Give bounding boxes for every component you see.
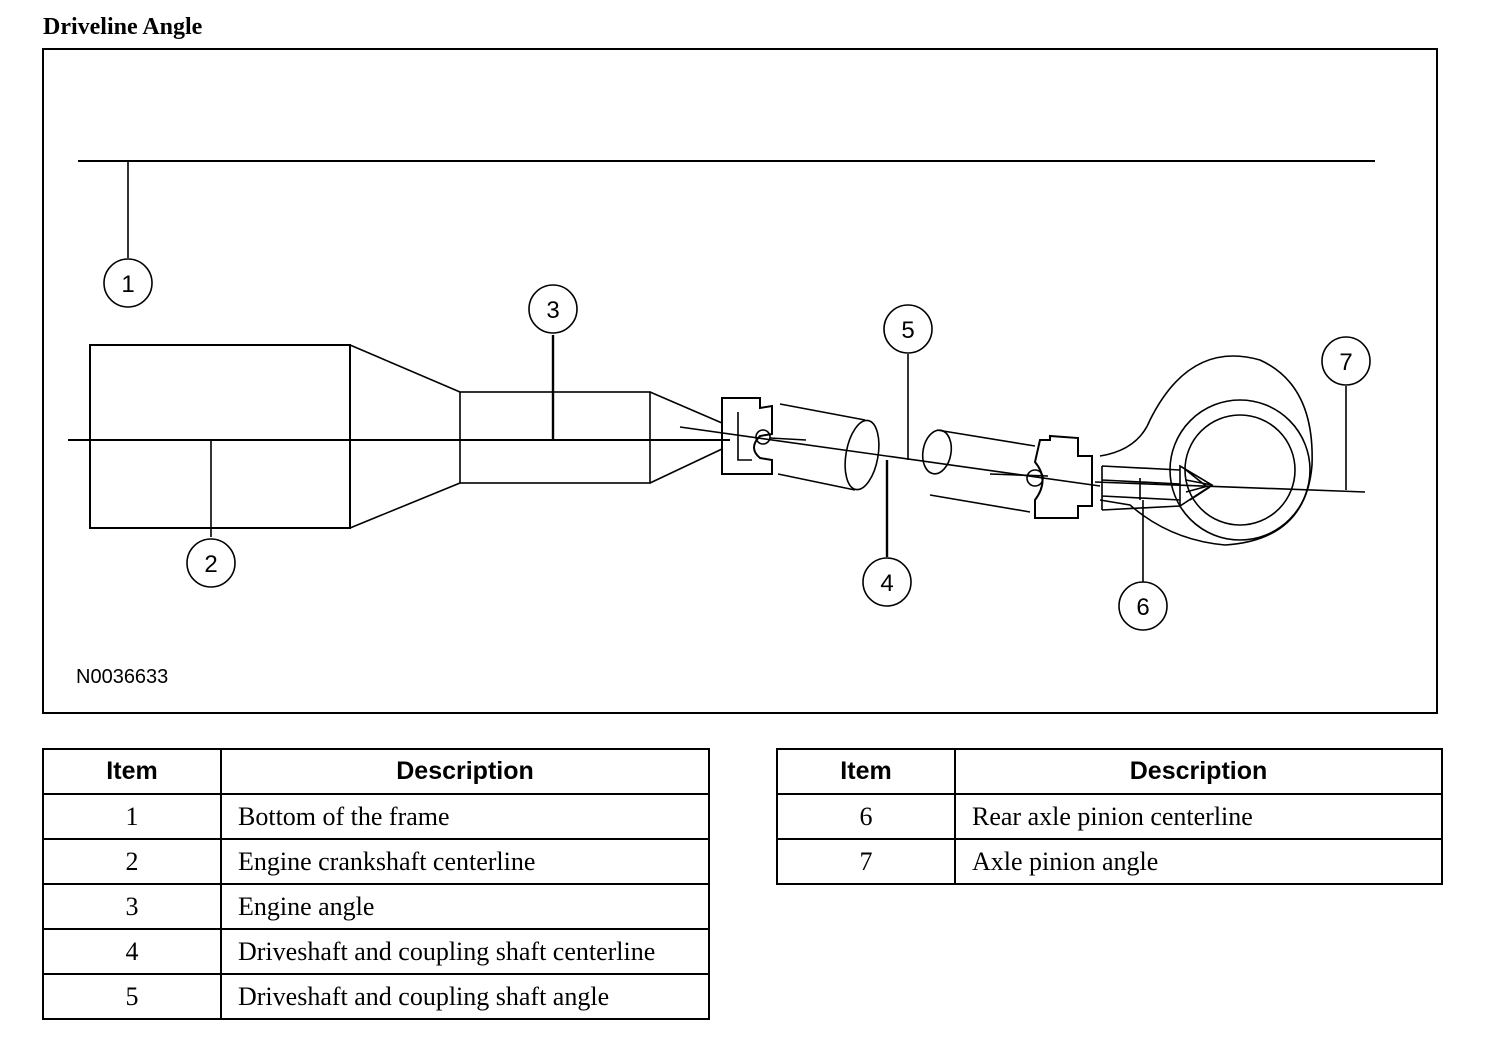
column-header-item: Item (776, 748, 956, 795)
bellhousing (349, 344, 461, 529)
item-number: 1 (42, 793, 222, 840)
transmission-tailshaft (649, 391, 723, 484)
svg-text:7: 7 (1339, 349, 1352, 376)
item-number: 6 (776, 793, 956, 840)
column-header-item: Item (42, 748, 222, 795)
front-u-joint (721, 397, 773, 475)
legend-header-row: Item Description (776, 748, 1443, 795)
callout-7: 7 (1321, 336, 1371, 386)
callout-3: 3 (528, 284, 578, 334)
item-description: Engine angle (220, 883, 710, 930)
transmission (459, 391, 651, 484)
table-row: 6 Rear axle pinion centerline (776, 793, 1443, 840)
table-row: 2 Engine crankshaft centerline (42, 838, 710, 885)
item-description: Driveshaft and coupling shaft centerline (220, 928, 710, 975)
svg-text:4: 4 (880, 570, 893, 597)
table-row: 5 Driveshaft and coupling shaft angle (42, 973, 710, 1020)
svg-text:2: 2 (204, 551, 217, 578)
item-description: Rear axle pinion centerline (954, 793, 1443, 840)
callout-6: 6 (1118, 581, 1168, 631)
driveline-diagram: 1 2 3 4 5 6 7 N0036633 (68, 160, 1375, 688)
svg-text:5: 5 (901, 317, 914, 344)
pinion-centerline (1094, 481, 1366, 493)
svg-text:1: 1 (121, 271, 134, 298)
ring-gear-outer (1169, 399, 1311, 541)
column-header-description: Description (954, 748, 1443, 795)
callout-5: 5 (883, 304, 933, 354)
item-number: 2 (42, 838, 222, 885)
page-title: Driveline Angle (43, 14, 203, 40)
axle-housing (1099, 355, 1313, 546)
table-row: 7 Axle pinion angle (776, 838, 1443, 885)
callout-4: 4 (862, 557, 912, 607)
pinion-shaft (1101, 465, 1181, 511)
item-number: 7 (776, 838, 956, 885)
pinion-gear (1179, 464, 1214, 508)
table-row: 1 Bottom of the frame (42, 793, 710, 840)
figure-code: N0036633 (76, 666, 168, 688)
callout-1: 1 (103, 258, 153, 308)
item-description: Axle pinion angle (954, 838, 1443, 885)
legend-table-right: Item Description 6 Rear axle pinion cent… (776, 748, 1443, 885)
item-description: Driveshaft and coupling shaft angle (220, 973, 710, 1020)
legend-header-row: Item Description (42, 748, 710, 795)
item-number: 5 (42, 973, 222, 1020)
item-number: 4 (42, 928, 222, 975)
front-driveshaft (777, 403, 866, 491)
callout-2: 2 (186, 538, 236, 588)
item-number: 3 (42, 883, 222, 930)
ring-gear-inner (1184, 414, 1296, 526)
svg-text:3: 3 (546, 297, 559, 324)
column-header-description: Description (220, 748, 710, 795)
table-row: 4 Driveshaft and coupling shaft centerli… (42, 928, 710, 975)
rear-driveshaft (929, 429, 1036, 513)
engine-block (89, 344, 351, 529)
rear-u-joint (1033, 434, 1093, 519)
legend-table-left: Item Description 1 Bottom of the frame 2… (42, 748, 710, 1020)
svg-text:6: 6 (1136, 594, 1149, 621)
table-row: 3 Engine angle (42, 883, 710, 930)
diagram-frame (42, 48, 1438, 714)
item-description: Bottom of the frame (220, 793, 710, 840)
rear-driveshaft-end (921, 429, 953, 475)
item-description: Engine crankshaft centerline (220, 838, 710, 885)
